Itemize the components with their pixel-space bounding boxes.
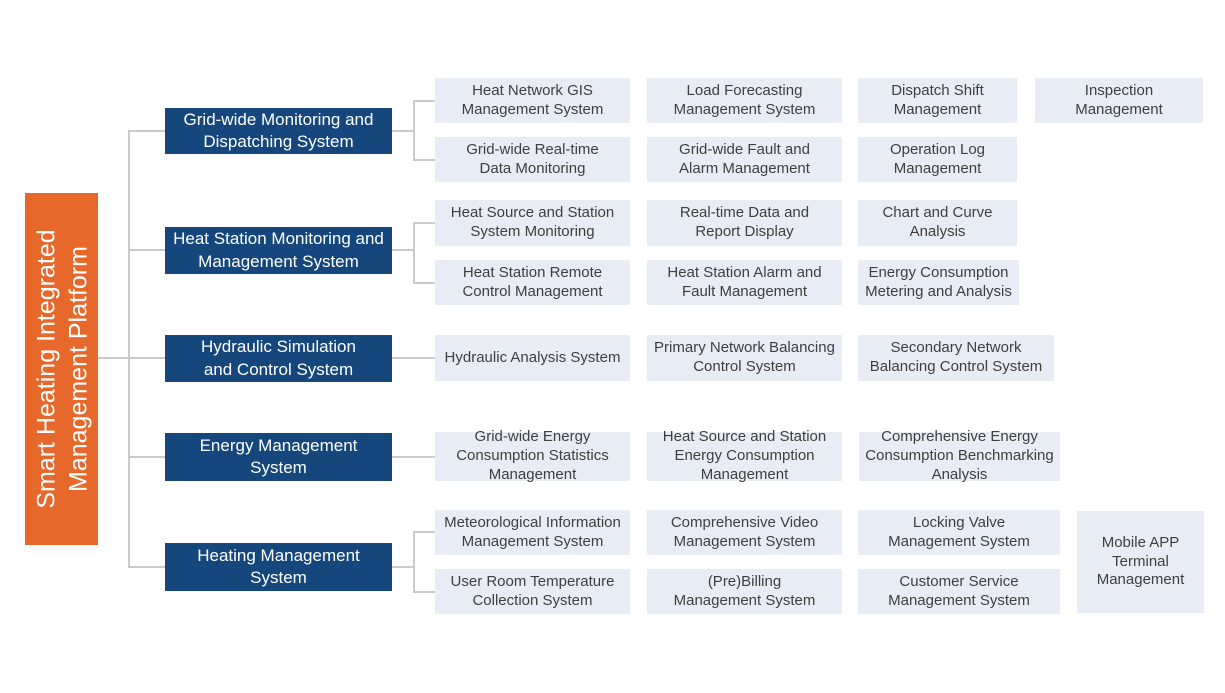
platform-root-label-line1: Smart Heating Integrated <box>31 229 60 509</box>
module-node: Heat Source and Station System Monitorin… <box>435 200 630 246</box>
module-node: Heat Station Remote Control Management <box>435 260 630 305</box>
connector-group1-row1 <box>413 100 435 102</box>
branch-node-energy: Energy Management System <box>165 433 392 481</box>
module-node: Heat Network GIS Management System <box>435 78 630 123</box>
module-node: User Room Temperature Collection System <box>435 569 630 614</box>
module-node: Locking Valve Management System <box>858 510 1060 555</box>
connector-group5-row1 <box>413 531 435 533</box>
module-node: Meteorological Information Management Sy… <box>435 510 630 555</box>
module-node: Comprehensive Energy Consumption Benchma… <box>859 428 1060 483</box>
connector-branch-1 <box>128 249 165 251</box>
connector-group5-v <box>413 531 415 593</box>
connector-group5-row2 <box>413 591 435 593</box>
module-node: Heat Source and Station Energy Consumpti… <box>647 428 842 483</box>
module-node: Energy Consumption Metering and Analysis <box>858 260 1019 305</box>
branch-node-heat-station: Heat Station Monitoring and Management S… <box>165 227 392 274</box>
module-node: Real-time Data and Report Display <box>647 200 842 246</box>
platform-root-label: Smart Heating Integrated Management Plat… <box>25 193 98 545</box>
branch-node-heating: Heating Management System <box>165 543 392 591</box>
module-node: Primary Network Balancing Control System <box>647 335 842 381</box>
branch-node-hydraulic: Hydraulic Simulation and Control System <box>165 335 392 382</box>
trunk-line <box>128 130 130 568</box>
module-node: Load Forecasting Management System <box>647 78 842 123</box>
connector-group5-in <box>392 566 413 568</box>
connector-group2-in <box>392 249 413 251</box>
connector-group4 <box>392 456 435 458</box>
platform-root-node: Smart Heating Integrated Management Plat… <box>25 193 98 545</box>
module-node: Grid-wide Real-time Data Monitoring <box>435 137 630 182</box>
module-node: Secondary Network Balancing Control Syst… <box>858 335 1054 381</box>
connector-group3 <box>392 357 435 359</box>
connector-branch-0 <box>128 130 165 132</box>
connector-root-branch-2 <box>98 357 165 359</box>
module-node: Chart and Curve Analysis <box>858 200 1017 246</box>
branch-node-grid-monitoring: Grid-wide Monitoring and Dispatching Sys… <box>165 108 392 154</box>
connector-group2-v <box>413 222 415 284</box>
connector-group1-in <box>392 130 413 132</box>
connector-group2-row1 <box>413 222 435 224</box>
module-node: Operation Log Management <box>858 137 1017 182</box>
module-node: Mobile APP Terminal Management <box>1077 511 1204 613</box>
connector-group1-row2 <box>413 159 435 161</box>
module-node: Grid-wide Energy Consumption Statistics … <box>435 428 630 483</box>
connector-group1-v <box>413 100 415 161</box>
module-node: Inspection Management <box>1035 78 1203 123</box>
connector-branch-3 <box>128 456 165 458</box>
connector-branch-4 <box>128 566 165 568</box>
module-node: Hydraulic Analysis System <box>435 335 630 381</box>
connector-group2-row2 <box>413 282 435 284</box>
module-node: (Pre)Billing Management System <box>647 569 842 614</box>
module-node: Customer Service Management System <box>858 569 1060 614</box>
platform-root-label-line2: Management Platform <box>63 246 92 492</box>
module-node: Dispatch Shift Management <box>858 78 1017 123</box>
module-node: Heat Station Alarm and Fault Management <box>647 260 842 305</box>
module-node: Comprehensive Video Management System <box>647 510 842 555</box>
module-node: Grid-wide Fault and Alarm Management <box>647 137 842 182</box>
